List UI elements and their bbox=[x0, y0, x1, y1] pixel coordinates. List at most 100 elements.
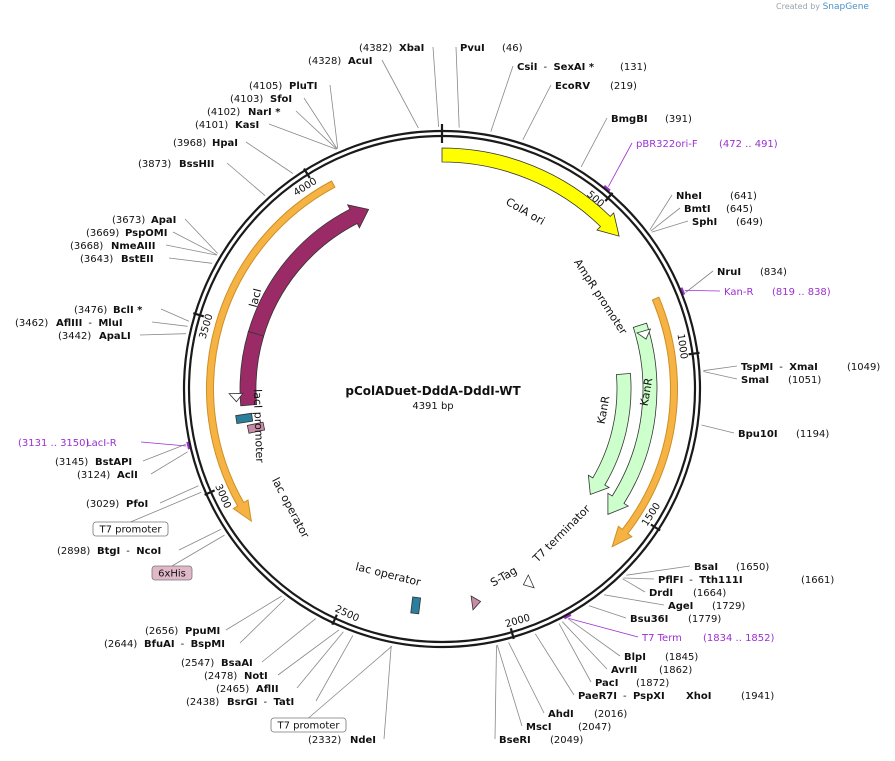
enzyme-position: (1845) bbox=[665, 652, 698, 663]
enzyme-leader-line bbox=[522, 84, 552, 140]
enzyme-leader-line bbox=[268, 123, 337, 150]
enzyme-position: (4101) bbox=[195, 120, 228, 131]
enzyme-position: (3029) bbox=[86, 499, 119, 510]
enzyme-position: (2644) bbox=[104, 639, 137, 650]
tick-mark bbox=[204, 489, 216, 496]
enzyme-leader-line bbox=[178, 529, 221, 551]
tick-mark bbox=[331, 614, 338, 626]
enzyme-leader-line bbox=[703, 365, 738, 372]
boxed-label-frame bbox=[92, 521, 169, 537]
t7-terminator-label: T7 terminator bbox=[530, 502, 594, 566]
enzyme-name: BfuAI bbox=[144, 639, 175, 650]
primer-range: (3131 .. 3150) bbox=[18, 438, 90, 449]
snapgene-credit: Created by SnapGene bbox=[776, 2, 869, 12]
enzyme-leader-line bbox=[226, 162, 266, 197]
boxed-label-text: T7 promoter bbox=[276, 721, 340, 732]
enzyme-position: (2478) bbox=[204, 671, 237, 682]
enzyme-separator: - bbox=[126, 546, 130, 557]
primer-leader-line bbox=[140, 441, 187, 447]
cola-ori-label: ColA ori bbox=[503, 195, 547, 228]
enzyme-name: AflII bbox=[256, 684, 279, 695]
enzyme-leader-line bbox=[496, 644, 523, 727]
enzyme-name: TatI bbox=[273, 697, 294, 708]
enzyme-position: (3462) bbox=[15, 318, 48, 329]
enzyme-separator: - bbox=[543, 62, 547, 73]
primer-range: (1834 .. 1852) bbox=[703, 633, 775, 644]
primer-range: (472 .. 491) bbox=[719, 139, 778, 150]
enzyme-name: AcuI bbox=[348, 56, 373, 67]
enzyme-leader-line bbox=[168, 257, 213, 264]
enzyme-name: Tth111I bbox=[699, 575, 742, 586]
enzyme-leader-line bbox=[261, 618, 316, 663]
enzyme-name: BssHII bbox=[179, 159, 214, 170]
enzyme-name: PspXI bbox=[633, 691, 665, 702]
lac-operator-pink-block bbox=[246, 421, 266, 434]
enzyme-name: Bpu10I bbox=[738, 429, 778, 440]
enzyme-name: NotI bbox=[244, 671, 268, 682]
enzyme-name: XbaI bbox=[399, 43, 424, 54]
enzyme-name: NarI * bbox=[248, 107, 281, 118]
enzyme-name: CsiI bbox=[517, 62, 537, 73]
enzyme-leader-line bbox=[588, 605, 627, 619]
boxed-label-leader bbox=[171, 534, 225, 567]
primer-site bbox=[603, 184, 611, 192]
feature-arrow bbox=[587, 372, 632, 496]
boxed-label-leader bbox=[130, 491, 202, 523]
enzyme-separator: - bbox=[88, 318, 92, 329]
enzyme-position: (3669) bbox=[86, 228, 119, 239]
enzyme-position: (3968) bbox=[173, 138, 206, 149]
enzyme-name: NdeI bbox=[350, 735, 376, 746]
enzyme-name: BmgBI bbox=[611, 114, 648, 125]
lac-operator-label: lac operator bbox=[354, 560, 422, 589]
enzyme-position: (46) bbox=[502, 43, 523, 54]
enzyme-name: NcoI bbox=[136, 546, 161, 557]
primer-leader-line bbox=[684, 290, 721, 292]
enzyme-name: PpuMI bbox=[185, 626, 220, 637]
primer-name: T7 Term bbox=[641, 633, 682, 644]
enzyme-leader-line bbox=[701, 424, 735, 434]
enzyme-name: BsaI bbox=[694, 562, 718, 573]
enzyme-name: SmaI bbox=[741, 375, 769, 386]
enzyme-name: PacI bbox=[595, 678, 618, 689]
enzyme-leader-line bbox=[329, 84, 339, 149]
enzyme-name: BtgI bbox=[97, 546, 120, 557]
enzyme-name: EcoRV bbox=[555, 81, 590, 92]
feature-arrow bbox=[441, 147, 620, 237]
enzyme-position: (4105) bbox=[249, 81, 282, 92]
enzyme-leader-line bbox=[455, 46, 460, 128]
enzyme-leader-line bbox=[494, 645, 497, 740]
tick-mark bbox=[192, 312, 205, 318]
enzyme-leader-line bbox=[562, 621, 608, 670]
enzyme-leader-line bbox=[239, 598, 286, 644]
enzyme-name: AgeI bbox=[668, 601, 693, 612]
enzyme-name: PluTI bbox=[289, 81, 317, 92]
enzyme-leader-line bbox=[277, 629, 340, 676]
lacI-promoter-label: lacI promoter bbox=[251, 389, 267, 464]
s-tag-arrow bbox=[470, 595, 482, 611]
enzyme-position: (649) bbox=[736, 217, 763, 228]
primer-site bbox=[680, 287, 686, 296]
enzyme-name: HpaI bbox=[212, 138, 238, 149]
enzyme-position: (4382) bbox=[359, 43, 392, 54]
boxed-label-frame bbox=[151, 565, 193, 581]
enzyme-position: (2898) bbox=[57, 546, 90, 557]
enzyme-position: (3873) bbox=[138, 159, 171, 170]
enzyme-leader-line bbox=[508, 642, 545, 714]
enzyme-leader-line bbox=[381, 59, 419, 129]
enzyme-name: KasI bbox=[235, 120, 259, 131]
enzyme-position: (3673) bbox=[112, 215, 145, 226]
tick-mark bbox=[650, 523, 661, 532]
enzyme-position: (4102) bbox=[207, 107, 240, 118]
lacI-promoter-arrow bbox=[228, 392, 244, 403]
enzyme-position: (2332) bbox=[308, 735, 341, 746]
enzyme-name: TspMI bbox=[741, 362, 773, 373]
enzyme-name: BsaAI bbox=[221, 658, 253, 669]
enzyme-leader-line bbox=[151, 321, 188, 327]
enzyme-leader-line bbox=[296, 631, 344, 689]
tick-mark bbox=[604, 192, 614, 202]
enzyme-name: BsrGI bbox=[227, 697, 257, 708]
boxed-label-text: 6xHis bbox=[158, 569, 186, 580]
enzyme-name: NmeAIII bbox=[111, 241, 155, 252]
tick-mark bbox=[509, 628, 515, 640]
